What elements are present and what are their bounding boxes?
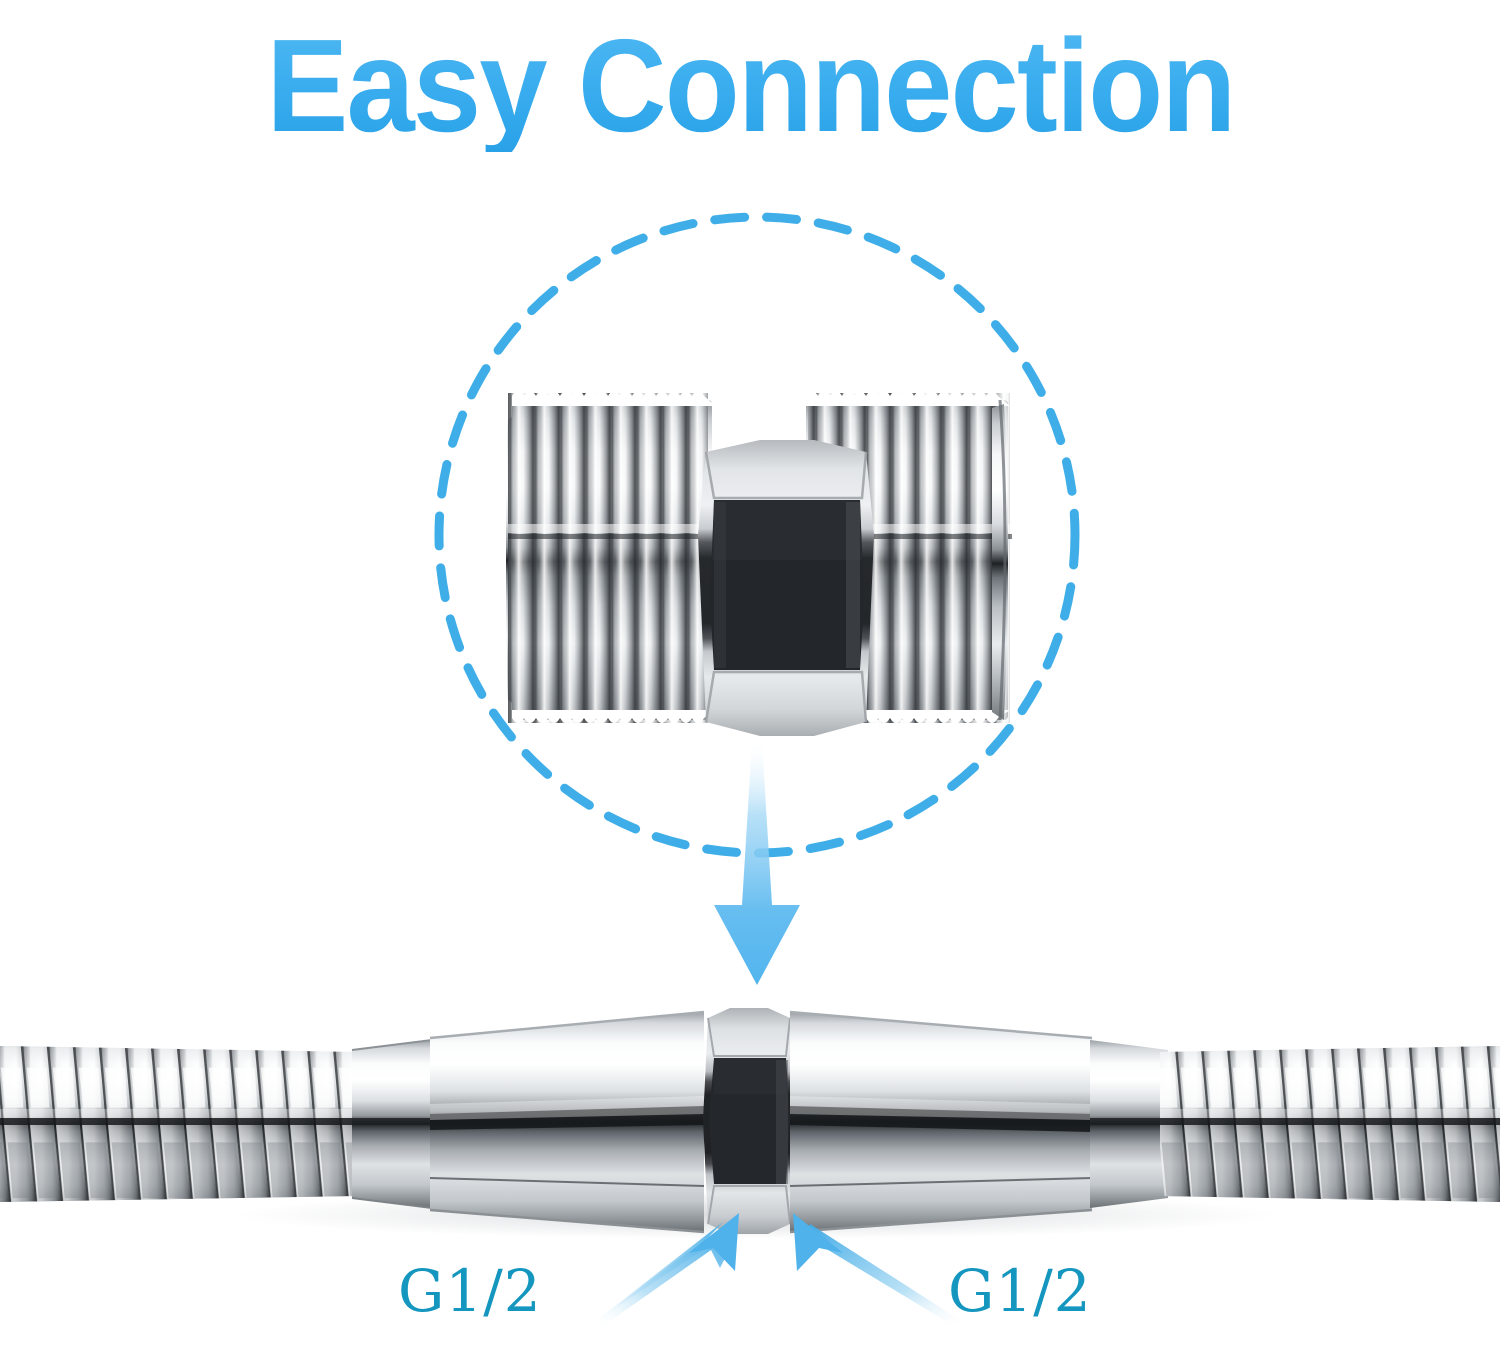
hose-collar-right: [1090, 1040, 1170, 1208]
thread-size-label-right: G1/2: [948, 1257, 1092, 1325]
nipple-thread-left: [506, 391, 716, 723]
hose-left: [0, 1046, 356, 1202]
leader-arrow-left: [597, 1213, 739, 1326]
leader-arrow-right: [793, 1213, 960, 1326]
hose-right: [1160, 1046, 1500, 1202]
double-male-threaded-nipple: [506, 391, 1012, 736]
connector-body-right: [789, 1010, 1093, 1234]
down-pointer-arrow: [714, 742, 800, 985]
nipple-hex-nut: [698, 440, 874, 736]
connector-body-left: [429, 1010, 705, 1234]
flexible-shower-hose-with-connector: [0, 1008, 1500, 1234]
hose-collar-left: [351, 1039, 434, 1209]
thread-size-label-left: G1/2: [398, 1257, 542, 1325]
center-hex-union: [703, 1008, 795, 1234]
